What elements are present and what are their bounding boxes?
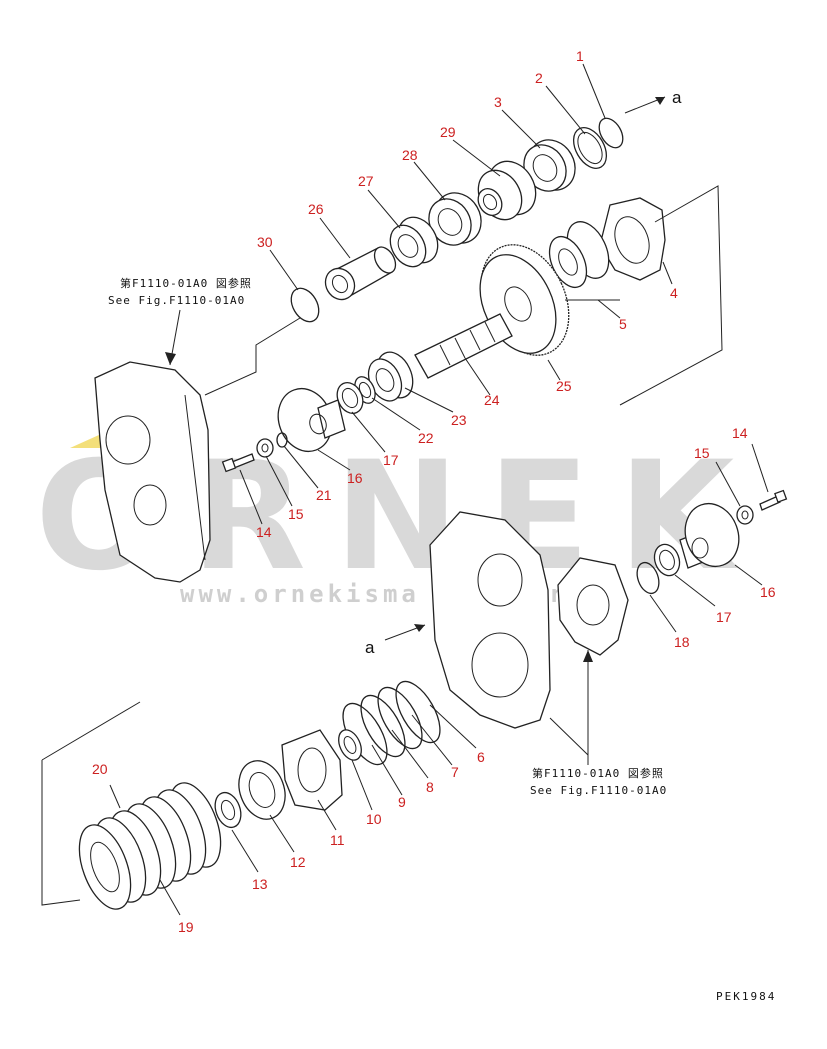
callout-25: 25 — [556, 378, 572, 394]
callout-17-upper: 17 — [383, 452, 399, 468]
part-ring-6 — [395, 680, 441, 744]
part-ring-8 — [360, 694, 406, 758]
callout-6: 6 — [477, 749, 485, 765]
callout-23: 23 — [451, 412, 467, 428]
callout-3: 3 — [494, 94, 502, 110]
part-flange-16-upper — [277, 387, 346, 453]
callout-15-upper: 15 — [288, 506, 304, 522]
part-washer-15-lower — [736, 505, 754, 525]
callout-22: 22 — [418, 430, 434, 446]
part-disc-pack-19-20 — [78, 782, 222, 910]
reference-lower-en: See Fig.F1110-01A0 — [530, 784, 667, 797]
part-bearing-13 — [214, 791, 242, 829]
reference-upper: 第F1110-01A0 図参照 See Fig.F1110-01A0 — [108, 276, 252, 307]
callout-20: 20 — [92, 761, 108, 777]
part-shaft-26 — [324, 246, 397, 301]
callout-17-lower: 17 — [716, 609, 732, 625]
callout-28: 28 — [402, 147, 418, 163]
part-seal-17-upper — [336, 381, 364, 415]
part-hub-12 — [238, 760, 286, 820]
callout-14-lower: 14 — [732, 425, 748, 441]
callout-2: 2 — [535, 70, 543, 86]
callout-1: 1 — [576, 48, 584, 64]
callout-7: 7 — [451, 764, 459, 780]
callout-24: 24 — [484, 392, 500, 408]
callout-21: 21 — [316, 487, 332, 503]
part-flange-16-lower — [679, 502, 740, 569]
part-bearing-10 — [338, 729, 362, 761]
callout-26: 26 — [308, 201, 324, 217]
callout-9: 9 — [398, 794, 406, 810]
callout-19: 19 — [178, 919, 194, 935]
callout-12: 12 — [290, 854, 306, 870]
part-washer-15-upper — [256, 438, 274, 458]
part-snap-ring-30 — [290, 287, 320, 323]
callout-16-upper: 16 — [347, 470, 363, 486]
part-bearing-28 — [428, 192, 482, 246]
part-retainer-18 — [557, 557, 629, 656]
part-snap-ring-2 — [572, 127, 608, 169]
arrow-label-a-middle: a — [365, 638, 375, 657]
part-shaft-24 — [414, 313, 513, 379]
callouts: 1 2 3 29 28 27 26 30 4 5 25 24 23 22 17 … — [92, 48, 776, 935]
part-bearing-3 — [523, 139, 576, 192]
part-snap-ring-1 — [598, 117, 624, 149]
part-gear-29 — [477, 160, 537, 221]
callout-4: 4 — [670, 285, 678, 301]
callout-10: 10 — [366, 811, 382, 827]
part-bolt-14-upper — [221, 453, 255, 473]
part-cover-4 — [599, 197, 666, 281]
arrow-label-a-top: a — [672, 88, 682, 107]
part-snap-ring-lower — [636, 561, 660, 595]
callout-29: 29 — [440, 124, 456, 140]
part-ring-7 — [377, 686, 423, 750]
reference-upper-jp: 第F1110-01A0 図参照 — [120, 276, 252, 290]
part-seal-17-lower — [653, 543, 681, 577]
reference-upper-en: See Fig.F1110-01A0 — [108, 294, 245, 307]
part-washer-21 — [276, 432, 288, 448]
reference-lower: 第F1110-01A0 図参照 See Fig.F1110-01A0 — [530, 766, 667, 797]
part-bearing-27 — [389, 216, 439, 268]
callout-11: 11 — [330, 832, 345, 848]
reference-lower-jp: 第F1110-01A0 図参照 — [532, 766, 664, 780]
callout-16-lower: 16 — [760, 584, 776, 600]
callout-8: 8 — [426, 779, 434, 795]
part-bolt-14-lower — [759, 489, 788, 511]
part-housing-lower — [429, 511, 551, 729]
part-housing-upper — [94, 361, 211, 583]
part-bearing-23 — [367, 351, 414, 402]
part-clutch-drum-11 — [281, 729, 343, 811]
callout-30: 30 — [257, 234, 273, 250]
part-shims-5 — [548, 221, 610, 289]
callout-13: 13 — [252, 876, 268, 892]
callout-18: 18 — [674, 634, 690, 650]
leader-lines — [41, 63, 769, 916]
callout-27: 27 — [358, 173, 374, 189]
callout-14-upper: 14 — [256, 524, 272, 540]
callout-15-lower: 15 — [694, 445, 710, 461]
callout-5: 5 — [619, 316, 627, 332]
drawing-code: PEK1984 — [716, 990, 776, 1003]
